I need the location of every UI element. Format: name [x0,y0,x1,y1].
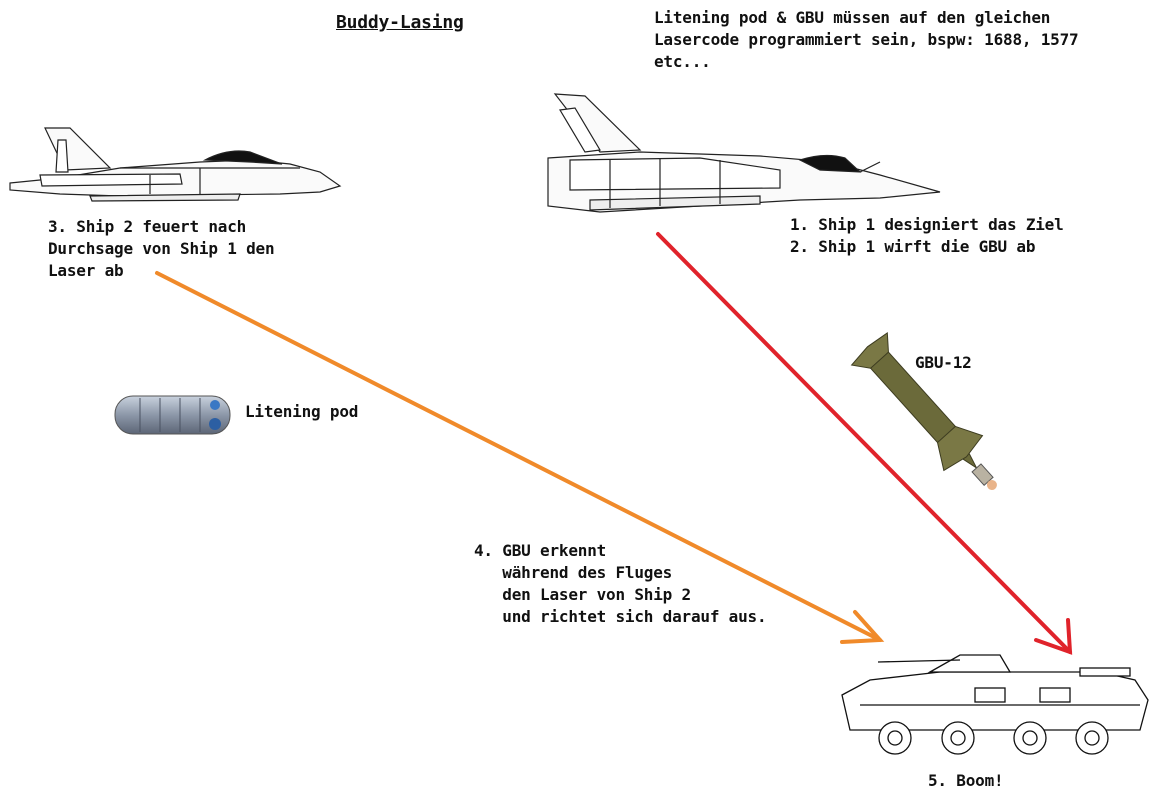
step-3-caption: 3. Ship 2 feuert nach Durchsage von Ship… [48,217,275,280]
litening-pod-label: Litening pod [245,402,359,421]
lasercode-note: Litening pod & GBU müssen auf den gleich… [654,8,1079,71]
step-1-2-caption: 1. Ship 1 designiert das Ziel 2. Ship 1 … [790,215,1064,256]
gbu-12-label: GBU-12 [915,353,972,372]
laser-arrow-orange [155,271,885,644]
step-4-caption: 4. GBU erkennt während des Fluges den La… [474,541,767,626]
diagram-title: Buddy-Lasing [336,12,464,33]
drop-arrow-red [656,232,1073,655]
step-5-caption: 5. Boom! [928,771,1004,790]
